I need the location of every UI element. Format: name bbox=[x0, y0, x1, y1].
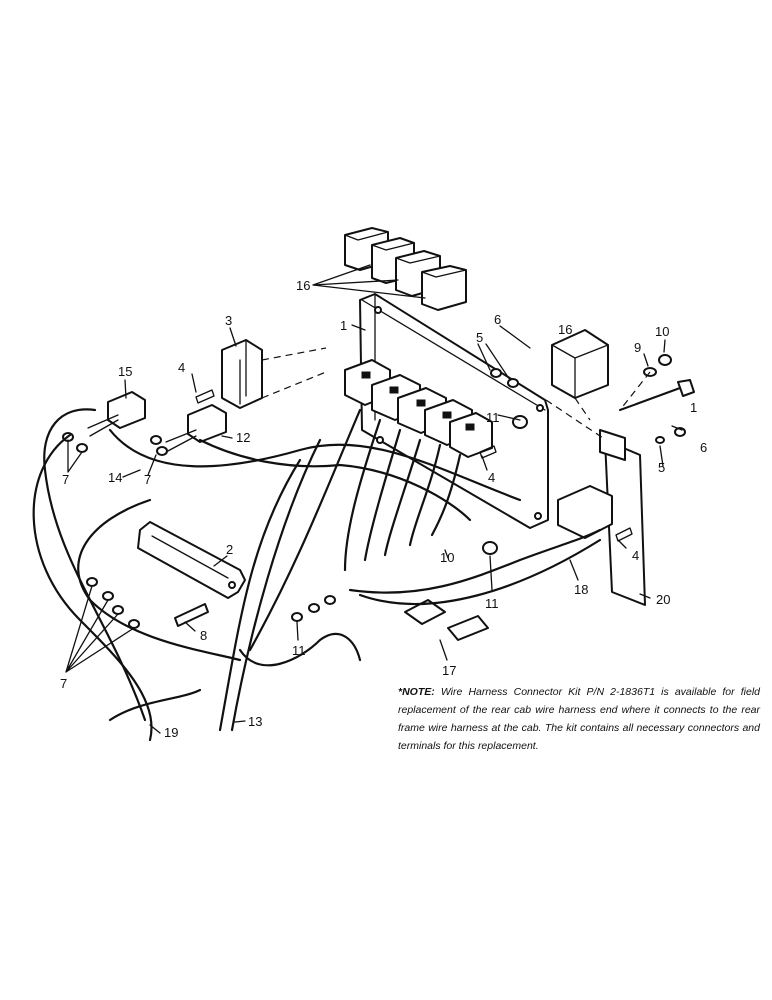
callout-19: 19 bbox=[164, 725, 178, 740]
callout-1-bolt: 1 bbox=[690, 400, 697, 415]
callout-7-b: 7 bbox=[144, 472, 151, 487]
callout-18: 18 bbox=[574, 582, 588, 597]
callout-11-b: 11 bbox=[485, 596, 499, 611]
callout-20: 20 bbox=[656, 592, 670, 607]
relay-group bbox=[344, 227, 467, 311]
callout-7-a: 7 bbox=[62, 472, 69, 487]
callout-3: 3 bbox=[225, 313, 232, 328]
terminal-strip bbox=[137, 521, 246, 599]
callout-4-mid: 4 bbox=[488, 470, 495, 485]
callout-10-mid: 10 bbox=[440, 550, 454, 565]
callout-5-right: 5 bbox=[658, 460, 665, 475]
callout-10-top: 10 bbox=[655, 324, 669, 339]
callout-6-right: 6 bbox=[700, 440, 707, 455]
callout-7-c: 7 bbox=[60, 676, 67, 691]
callout-4-right: 4 bbox=[632, 548, 639, 563]
switch-15 bbox=[87, 391, 146, 437]
replacement-kit-note: *NOTE: Wire Harness Connector Kit P/N 2-… bbox=[398, 683, 760, 755]
callout-6-top: 6 bbox=[494, 312, 501, 327]
small-hardware bbox=[62, 432, 336, 629]
callout-labels: 1 1 2 3 4 4 4 5 5 6 6 7 7 7 8 9 10 10 11… bbox=[60, 278, 707, 740]
relay-single bbox=[551, 329, 609, 399]
wiring-harness bbox=[32, 408, 602, 742]
switch-12 bbox=[165, 404, 227, 453]
callout-2: 2 bbox=[226, 542, 233, 557]
callout-12: 12 bbox=[236, 430, 250, 445]
side-plate bbox=[557, 429, 646, 606]
callout-11-c: 11 bbox=[292, 643, 306, 658]
leader-lines bbox=[261, 347, 651, 441]
callout-15: 15 bbox=[118, 364, 132, 379]
callout-1-top: 1 bbox=[340, 318, 347, 333]
callout-4-left: 4 bbox=[178, 360, 185, 375]
callout-17: 17 bbox=[442, 663, 456, 678]
callout-16-single: 16 bbox=[558, 322, 572, 337]
callout-13: 13 bbox=[248, 714, 262, 729]
relay-socket-block bbox=[344, 359, 493, 458]
connector-17 bbox=[404, 599, 489, 641]
callout-14: 14 bbox=[108, 470, 122, 485]
callout-16-group: 16 bbox=[296, 278, 310, 293]
bracket-3 bbox=[221, 339, 263, 409]
callout-5-top: 5 bbox=[476, 330, 483, 345]
callout-8: 8 bbox=[200, 628, 207, 643]
note-label: *NOTE: bbox=[398, 686, 435, 698]
callout-leaders bbox=[65, 264, 683, 734]
callout-11-a: 11 bbox=[486, 410, 500, 425]
note-text: Wire Harness Connector Kit P/N 2-1836T1 … bbox=[398, 686, 760, 752]
callout-9: 9 bbox=[634, 340, 641, 355]
bolt-and-washers-right bbox=[195, 354, 695, 555]
